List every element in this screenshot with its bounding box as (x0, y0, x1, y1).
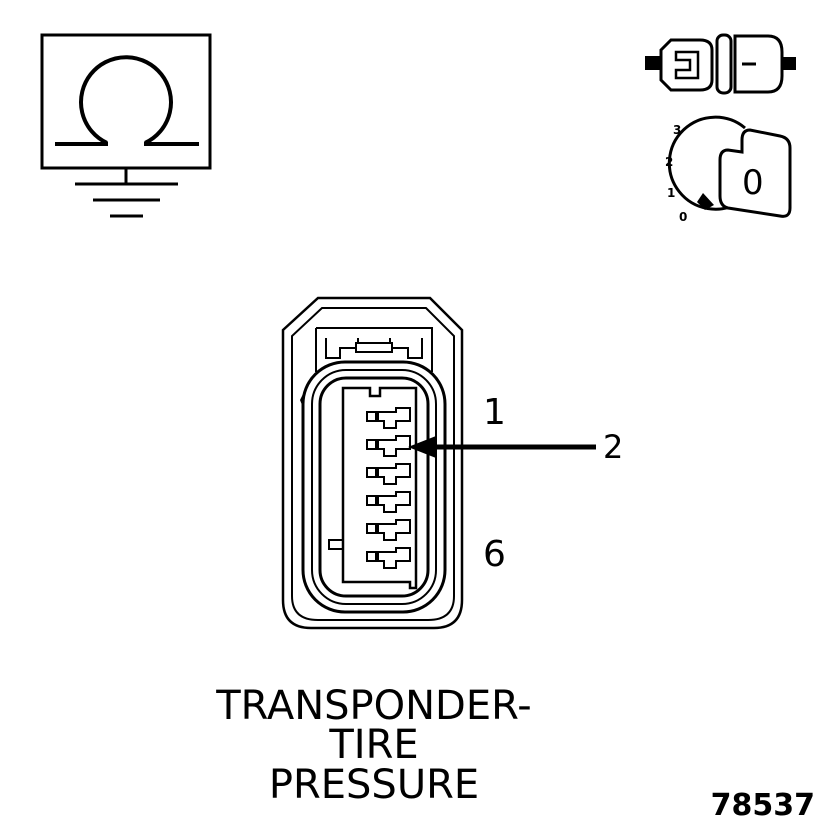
disconnected-connector-icon (645, 33, 796, 95)
pin-cavity-3 (366, 463, 411, 485)
ohmmeter-ground-icon (40, 33, 212, 218)
caption-line-3: PRESSURE (269, 762, 479, 808)
ignition-position-3: 3 (673, 123, 681, 137)
caption-line-1: TRANSPONDER- (215, 683, 532, 729)
pin-cavity-4 (366, 491, 411, 513)
ignition-position-1: 1 (667, 186, 675, 200)
connector-pins (366, 407, 411, 569)
pin-cavity-5 (366, 519, 411, 541)
key-position-label: 0 (742, 163, 764, 203)
ignition-key-icon: 3 2 1 0 0 (665, 115, 792, 224)
pin-label-last: 6 (483, 534, 506, 575)
figure-number: 78537 (711, 788, 815, 823)
ignition-position-0: 0 (679, 210, 687, 224)
pin-cavity-2 (366, 435, 411, 457)
caption-line-2: TIRE (328, 722, 418, 768)
ignition-position-2: 2 (665, 155, 673, 169)
pin-cavity-6 (366, 547, 411, 569)
pin-cavity-1 (366, 407, 411, 429)
pin-label-first: 1 (483, 392, 506, 433)
connector-face (281, 296, 464, 630)
pointer-label: 2 (603, 428, 623, 466)
pointer-arrow (408, 436, 596, 458)
